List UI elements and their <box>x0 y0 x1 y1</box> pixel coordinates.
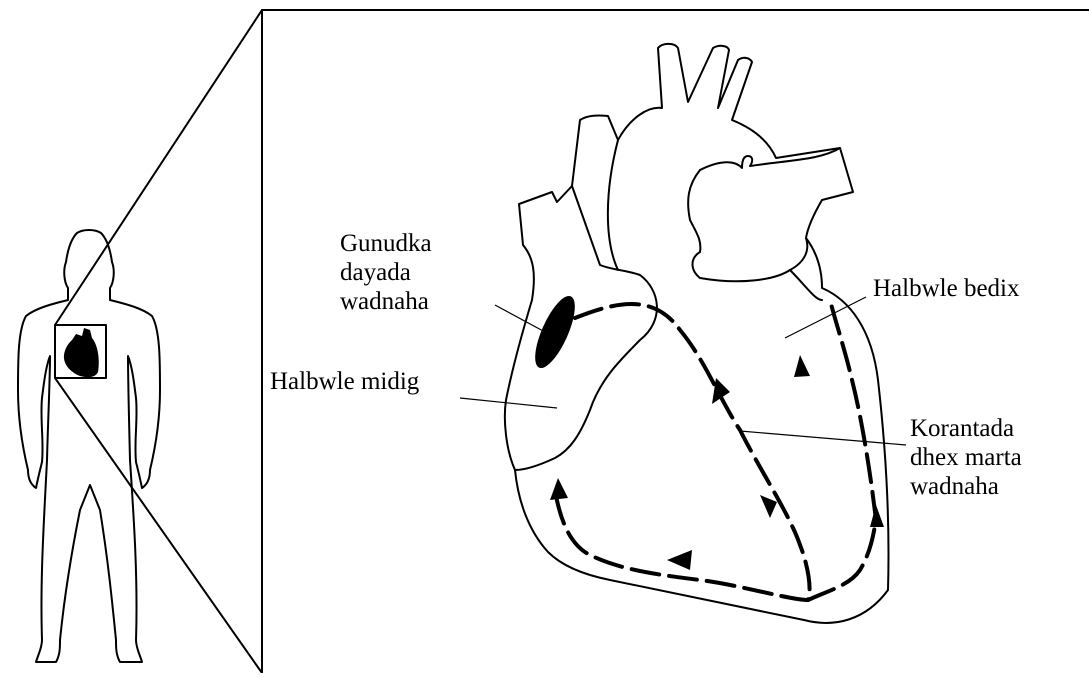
zoom-frame <box>262 10 1089 673</box>
superior-vena-cava <box>572 186 640 275</box>
arrowhead-3 <box>667 550 692 570</box>
label-septum-line-3: wadnaha <box>910 472 1022 501</box>
arrowhead-5 <box>870 505 884 527</box>
left-ventricle-conduction-path <box>808 300 876 600</box>
leader-sa-node <box>495 305 545 332</box>
label-septum: Korantada dhex marta wadnaha <box>910 414 1022 501</box>
human-figure-outline <box>18 230 160 662</box>
arrowhead-6 <box>794 355 810 377</box>
label-sa-node-line-3: wadnaha <box>340 287 432 316</box>
label-septum-line-1: Korantada <box>910 414 1022 443</box>
aorta-inner <box>608 140 618 270</box>
chest-heart-silhouette <box>64 328 99 377</box>
label-septum-line-2: dhex marta <box>910 443 1022 472</box>
left-auricle <box>790 270 822 300</box>
leader-septum <box>740 431 906 445</box>
pulmonary-trunk-lower <box>688 170 807 281</box>
label-sa-node-line-2: dayada <box>340 258 432 287</box>
label-sa-node-line-1: Gunudka <box>340 229 432 258</box>
arrowhead-2 <box>760 495 777 518</box>
label-sa-node: Gunudka dayada wadnaha <box>340 229 432 316</box>
arrowhead-4 <box>550 478 568 500</box>
sinoatrial-node <box>527 291 582 373</box>
zoom-line-top <box>55 10 262 325</box>
label-right-atrium: Halbwle midig <box>270 367 419 396</box>
leader-left-atrium <box>785 297 866 338</box>
label-left-atrium: Halbwle bedix <box>873 274 1019 303</box>
leader-right-atrium <box>460 398 557 408</box>
